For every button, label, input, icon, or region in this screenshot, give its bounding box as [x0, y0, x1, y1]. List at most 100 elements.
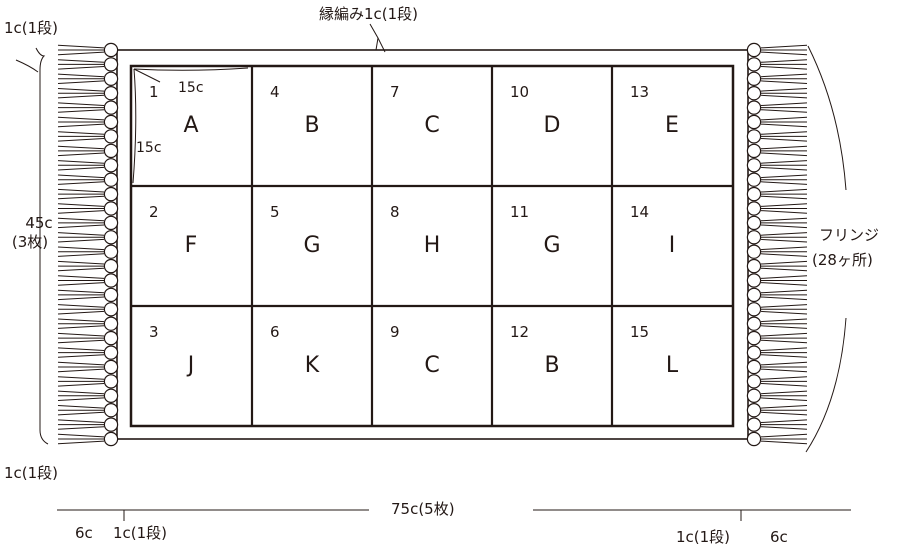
square-letter: E — [665, 113, 679, 138]
edge-bead — [746, 71, 762, 87]
fringe-strand — [57, 260, 105, 265]
top-left-border-label: 1c(1段) — [4, 19, 59, 37]
edge-bead — [103, 330, 119, 346]
fringe-strand — [57, 217, 105, 222]
edge-bead — [746, 374, 762, 389]
fringe-strand — [760, 116, 808, 121]
edge-bead — [103, 431, 119, 447]
edge-bead — [103, 158, 119, 173]
square-letter: D — [543, 113, 561, 138]
fringe-strand — [57, 246, 105, 251]
fringe-strand — [760, 195, 808, 200]
edge-bead — [746, 431, 762, 447]
edge-bead — [746, 172, 762, 187]
fringe-arcs — [805, 45, 847, 453]
square-number: 13 — [630, 83, 650, 101]
fringe-strand — [57, 411, 105, 416]
fringe-strand — [760, 238, 808, 243]
fringe-strand — [57, 405, 105, 409]
fringe-strand — [57, 275, 105, 279]
fringe-strand — [57, 325, 105, 329]
fringe-strand — [57, 188, 105, 193]
fringe-strand — [760, 131, 808, 135]
fringe-left — [57, 44, 105, 445]
panel-outline — [129, 64, 735, 428]
fringe-strand — [57, 73, 105, 78]
square-letter: F — [184, 233, 198, 258]
edge-bead — [103, 345, 119, 360]
square-number: 1 — [149, 83, 159, 101]
edge-bead — [103, 42, 119, 58]
edge-bead — [103, 71, 119, 87]
fringe-strand — [760, 354, 808, 358]
square-number: 12 — [510, 323, 530, 341]
fringe-strand — [57, 123, 105, 128]
fringe-strand — [57, 304, 105, 308]
fringe-strand — [760, 94, 808, 99]
fringe-strand — [760, 203, 808, 207]
edge-bead — [103, 215, 119, 231]
fringe-strand — [57, 166, 105, 171]
fringe-strand — [57, 224, 105, 229]
left-dimension-brackets — [15, 47, 49, 445]
edge-bead — [103, 258, 119, 274]
square-number: 3 — [149, 323, 159, 341]
fringe-strand — [760, 88, 808, 92]
edge-bead — [103, 100, 119, 115]
fringe-strand — [57, 174, 105, 179]
edge-bead — [103, 114, 119, 130]
fringe-strand — [760, 339, 808, 344]
fringe-strand — [760, 80, 808, 84]
top-border-leader — [369, 23, 386, 53]
fringe-strand — [760, 232, 808, 236]
fringe-strand — [57, 383, 105, 387]
fringe-strand — [760, 253, 808, 257]
fringe-strand — [760, 304, 808, 308]
edge-bead — [746, 302, 762, 317]
fringe-strand — [760, 260, 808, 265]
edge-bead — [746, 186, 762, 202]
fringe-strand — [760, 174, 808, 179]
square-letter: J — [187, 353, 195, 378]
fringe-strand — [760, 433, 808, 438]
fringe-strand — [57, 376, 105, 380]
bottom-left-fringe-label: 6c — [75, 524, 93, 542]
edge-bead — [746, 114, 762, 130]
height-label: 45c — [25, 214, 53, 232]
fringe-strand — [57, 426, 105, 430]
square-letter: C — [424, 113, 440, 138]
square-letter: A — [183, 113, 199, 138]
square-letter: B — [304, 113, 320, 138]
fringe-strand — [760, 282, 808, 286]
fringe-strand — [57, 318, 105, 323]
square-number: 14 — [630, 203, 650, 221]
fringe-strand — [57, 210, 105, 214]
edge-bead — [746, 85, 762, 101]
fringe-strand — [57, 390, 105, 395]
fringe-strand — [57, 354, 105, 358]
fringe-strand — [57, 203, 105, 207]
fringe-strand — [57, 296, 105, 301]
square-number: 10 — [510, 83, 530, 101]
square-number: 7 — [390, 83, 400, 101]
fringe-strand — [760, 318, 808, 323]
fringe-strand — [57, 433, 105, 438]
grid-lines — [131, 66, 733, 426]
fringe-strand — [57, 238, 105, 243]
edge-bead — [746, 287, 762, 303]
square-number: 11 — [510, 203, 530, 221]
edge-bead — [103, 143, 119, 159]
fringe-strand — [760, 224, 808, 229]
fringe-strand — [760, 411, 808, 416]
fringe-strand — [57, 419, 105, 423]
fringe-strand — [760, 347, 808, 351]
bottom-dimension-lines — [57, 509, 851, 521]
square-number: 9 — [390, 323, 400, 341]
edge-bead — [746, 230, 762, 245]
edge-bead — [103, 230, 119, 245]
edge-bead — [103, 57, 119, 72]
square-number: 5 — [270, 203, 280, 221]
fringe-strand — [760, 160, 808, 164]
fringe-strand — [57, 66, 105, 70]
square-letter: H — [423, 233, 441, 258]
